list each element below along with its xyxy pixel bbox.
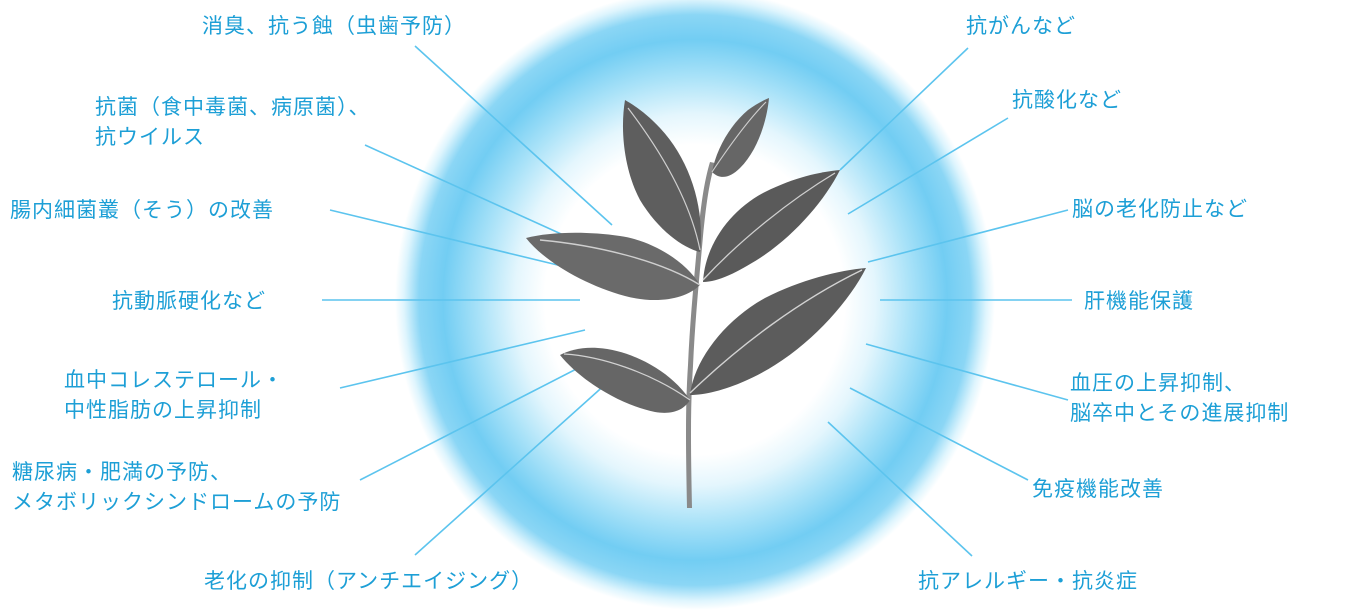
benefit-label-immune: 免疫機能改善 [1032,474,1164,504]
tea-leaf [712,98,769,177]
connector-left-7 [414,381,609,556]
connector-right-1 [839,47,969,171]
benefit-label-cholesterol: 血中コレステロール・ 中性脂肪の上昇抑制 [64,365,284,425]
benefit-text: 免疫機能改善 [1032,477,1164,501]
tea-leaf [622,100,701,252]
benefit-label-anticancer: 抗がんなど [966,11,1076,41]
connector-left-2 [364,144,571,239]
tea-leaf [526,232,700,301]
tea-leaf [703,170,840,282]
connector-right-5 [865,343,1069,401]
benefit-text: 抗酸化など [1012,88,1122,112]
benefit-text: 抗ウイルス [95,125,205,149]
benefit-text: 血圧の上昇抑制、 [1070,371,1246,395]
benefit-label-anti-arteriosclerosis: 抗動脈硬化など [112,286,266,316]
benefit-text: 抗動脈硬化など [112,289,266,313]
benefit-text: 抗アレルギー・抗炎症 [918,569,1138,593]
benefit-text: 肝機能保護 [1084,289,1194,313]
connector-right-2 [847,117,1009,215]
benefit-label-liver: 肝機能保護 [1084,286,1194,316]
tea-leaf-vein [711,101,767,173]
benefit-text: 抗菌（食中毒菌、病原菌）、 [95,95,371,119]
benefit-text: メタボリックシンドロームの予防 [12,490,342,514]
benefit-label-anti-aging: 老化の抑制（アンチエイジング） [204,566,533,596]
connector-left-3 [329,209,571,269]
benefit-text: 糖尿病・肥満の予防、 [12,460,232,484]
connector-lines [322,45,1072,557]
tea-leaf [690,268,866,395]
tea-leaf-vein [689,269,863,394]
connector-left-6 [359,361,591,481]
benefit-label-anti-allergy: 抗アレルギー・抗炎症 [918,566,1138,596]
benefit-label-blood-pressure: 血圧の上昇抑制、 脳卒中とその進展抑制 [1070,368,1289,428]
benefit-text: 中性脂肪の上昇抑制 [64,398,262,422]
connector-left-1 [414,45,613,226]
benefit-text: 抗がんなど [966,14,1076,38]
benefit-text: 腸内細菌叢（そう）の改善 [10,198,274,222]
benefit-label-antibacterial: 抗菌（食中毒菌、病原菌）、 抗ウイルス [95,92,371,152]
tea-plant-icon [526,98,866,508]
connector-right-7 [827,421,973,557]
benefit-text: 老化の抑制（アンチエイジング） [204,569,534,593]
tea-leaf [560,347,690,413]
tea-leaf-vein [702,172,836,281]
tea-leaf-vein [539,239,701,286]
diagram-canvas [322,45,1072,557]
tea-leaf-vein [627,107,701,251]
benefit-label-gut-flora: 腸内細菌叢（そう）の改善 [10,195,274,225]
benefit-text: 脳の老化防止など [1072,197,1248,221]
benefit-text: 脳卒中とその進展抑制 [1070,401,1290,425]
benefit-label-brain-aging: 脳の老化防止など [1072,194,1248,224]
benefit-label-deodorize: 消臭、抗う蝕（虫歯予防） [202,11,466,41]
connector-right-6 [849,387,1029,481]
benefit-text: 消臭、抗う蝕（虫歯予防） [202,14,466,38]
connector-left-5 [339,329,586,389]
benefit-label-diabetes: 糖尿病・肥満の予防、 メタボリックシンドロームの予防 [12,457,341,517]
tea-leaf-vein [563,353,691,401]
benefit-text: 血中コレステロール・ [64,368,284,392]
benefit-label-antioxidant: 抗酸化など [1012,85,1122,115]
connector-right-3 [867,209,1069,263]
